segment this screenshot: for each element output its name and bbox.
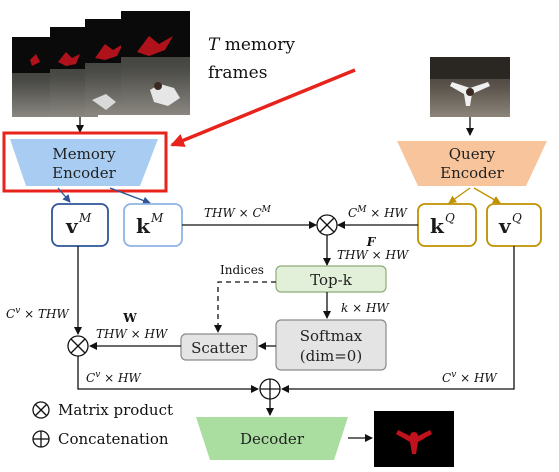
svg-text:Cv × HW: Cv × HW [86,370,142,385]
softmax-block: Softmax (dim=0) [275,319,387,371]
svg-text:Cv × THW: Cv × THW [6,306,70,321]
query-encoder-label-line1: Query [449,145,496,163]
softmax-label-line1: Softmax [300,327,363,345]
matrix-product-node-top [316,214,338,236]
thw-hw-left-label: THW × HW [96,327,169,341]
cv-thw-label-sup: v [15,306,20,316]
cv-hw-right-label: C [442,371,451,385]
matrix-product-node-left [67,335,89,357]
query-frame [430,57,510,117]
memory-frame-count: T [208,35,221,55]
query-value-box: v Q [486,203,542,247]
memory-frames-caption: memory [219,35,295,55]
query-encoder-label-line2: Encoder [440,164,505,182]
decoder-shape [196,417,348,460]
thw-cm-label-sup: M [261,205,272,215]
query-encoder: Query Encoder [397,141,547,186]
memory-value-box: v M [51,203,109,247]
query-value-symbol: v [498,214,512,238]
svg-text:T memory: T memory [208,35,295,55]
memory-frames-stack [12,11,190,117]
weight-symbol: W [122,311,137,325]
k-hw-label: k × HW [341,301,390,315]
highlight-pointer-arrow [170,68,356,147]
cv-hw-left-label-sup: v [95,370,100,380]
legend-concatenation: Concatenation [32,430,169,448]
scatter-block: Scatter [180,333,258,361]
affinity-symbol: F [366,235,377,249]
cm-hw-label-rest: × HW [366,206,408,220]
query-key-box: k Q [417,203,477,247]
memory-encoder-to-vm-arrow [57,187,71,203]
query-encoder-to-vq-arrow [473,187,501,204]
indices-dashed-arrow [214,281,276,333]
query-key-sup: Q [445,211,455,225]
memory-encoder-label-line2: Encoder [52,164,117,182]
output-mask [374,411,454,467]
svg-text:CM × HW: CM × HW [348,205,409,220]
cv-thw-label: C [6,307,15,321]
vq-to-concat-arrow [281,246,515,393]
query-encoder-to-kq-arrow [448,187,471,204]
memory-frames-caption-line2: frames [208,63,267,83]
cv-thw-label-rest: × THW [20,307,70,321]
query-key-symbol: k [430,214,445,238]
topk-block: Top-k [275,265,387,293]
memory-encoder-highlight [2,131,168,193]
concatenation-node [259,378,281,400]
decoder: Decoder [196,417,348,460]
cm-hw-label-sup: M [356,205,367,215]
product-to-concat-arrow [77,356,259,393]
thw-hw-top-label: THW × HW [337,248,410,262]
query-value-sup: Q [512,211,522,225]
cv-hw-right-label-sup: v [451,370,456,380]
decoder-label: Decoder [240,430,305,448]
memory-encoder-to-km-arrow [109,187,151,205]
cv-hw-left-label: C [86,371,95,385]
matrix-product-legend-label: Matrix product [58,401,173,419]
svg-text:Cv × HW: Cv × HW [442,370,498,385]
softmax-label-line2: (dim=0) [300,347,362,365]
memory-key-box: k M [123,203,183,247]
cm-hw-label: C [348,206,357,220]
concatenation-legend-label: Concatenation [58,430,169,448]
topk-label: Top-k [310,271,353,289]
scatter-label: Scatter [191,339,248,357]
memory-key-symbol: k [136,214,151,238]
concatenation-legend-icon [32,430,50,448]
thw-cm-label: THW × C [204,206,262,220]
query-encoder-shape [397,141,547,186]
indices-label: Indices [220,263,264,277]
matrix-product-legend-icon [32,401,50,419]
memory-value-symbol: v [65,214,79,238]
cv-hw-right-label-rest: × HW [456,371,498,385]
memory-encoder: Memory Encoder [10,139,158,186]
memory-encoder-label-line1: Memory [52,145,116,163]
svg-text:THW × CM: THW × CM [204,205,272,220]
memory-frame-4 [121,11,190,115]
memory-key-sup: M [150,211,164,225]
cv-hw-left-label-rest: × HW [100,371,142,385]
memory-value-sup: M [78,211,92,225]
memory-encoder-shape [10,139,158,186]
legend-matrix-product: Matrix product [32,401,173,419]
